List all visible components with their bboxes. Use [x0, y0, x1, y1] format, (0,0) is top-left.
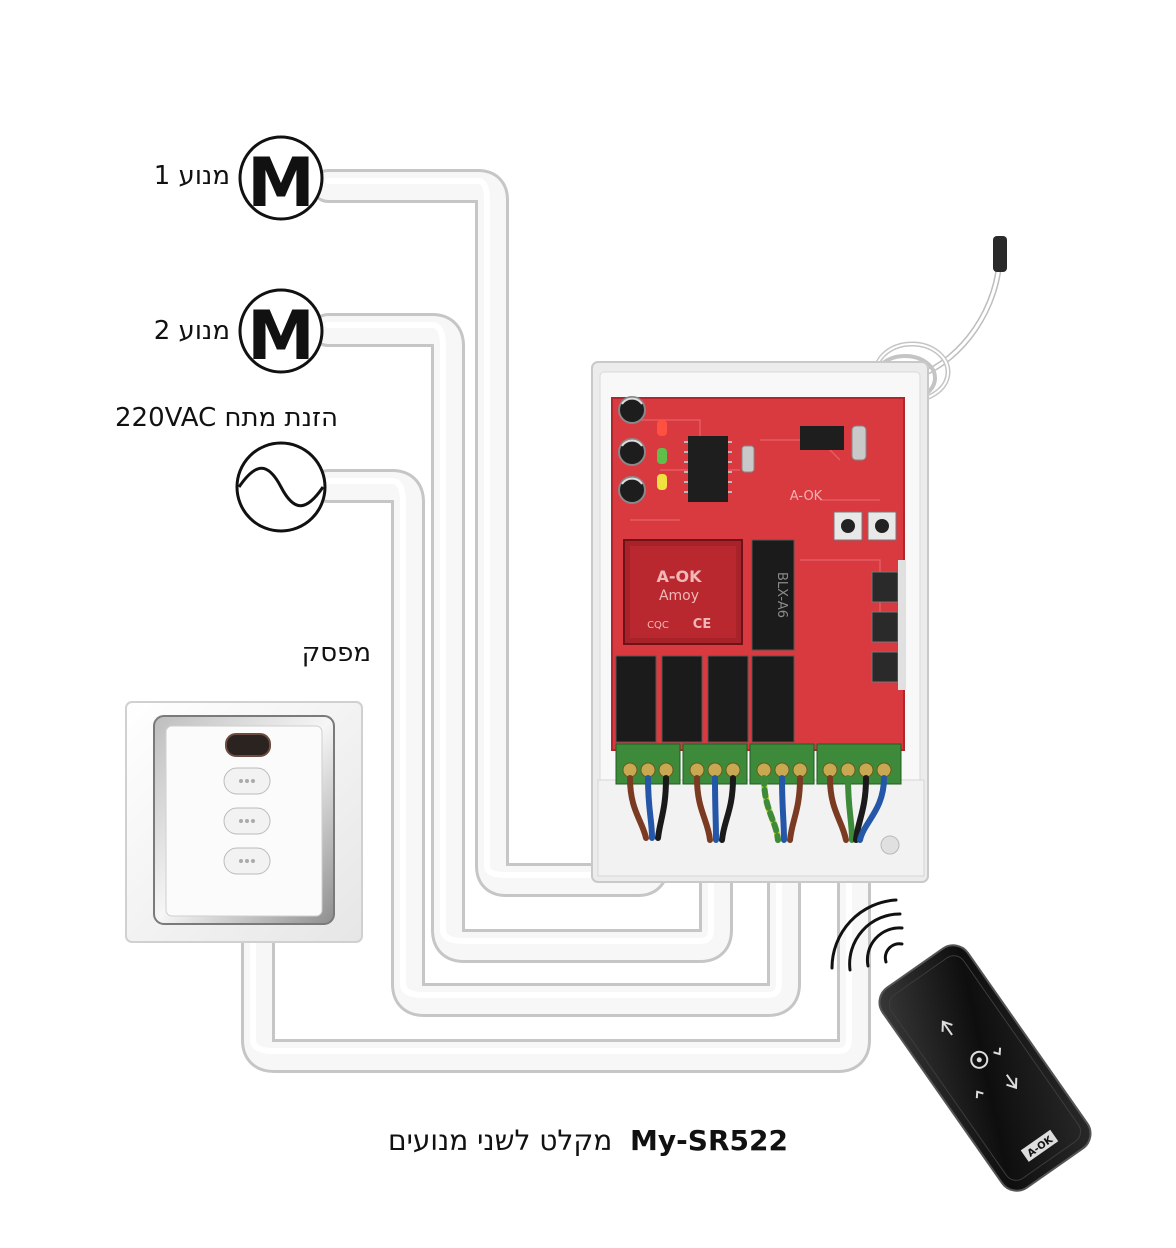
caption-model: My-SR522: [630, 1124, 788, 1157]
remote-channel-icon: [975, 1047, 1002, 1099]
ac-power-symbol: [235, 441, 327, 533]
motor2-cable: [311, 313, 733, 963]
remote-down-icon: [1005, 1074, 1018, 1090]
side-switches: [871, 560, 906, 690]
remote-stop-icon: [970, 1050, 989, 1069]
relays: [615, 655, 795, 743]
caption-text: מקלט לשני מנועים: [388, 1124, 613, 1157]
transformer-brand: A-OK: [656, 567, 702, 586]
power-cable: [311, 469, 801, 1017]
motor1-label: מנוע 1: [153, 161, 230, 191]
motor2-symbol: M: [238, 288, 324, 376]
transformer-mark: CQC: [647, 620, 669, 631]
transformer: A-OK Amoy CQC CE: [623, 539, 743, 645]
caption: My-SR522 מקלט לשני מנועים: [0, 1124, 1176, 1157]
pcb-brand: A-OK: [790, 489, 823, 504]
motor2-label: מנוע 2: [153, 316, 230, 346]
motor2-letter: M: [247, 297, 315, 376]
pcb-buttons: [833, 511, 897, 541]
capacitors: [618, 396, 646, 504]
receiver-unit: A-OK A-OK Amoy CQC CE BLX-A6: [591, 236, 1007, 883]
terminal-blocks: [615, 743, 902, 785]
switch-label: מפסק: [301, 638, 371, 668]
status-leds: [657, 420, 667, 490]
remote-up-icon: [941, 1020, 953, 1036]
power-label: הזנת מתח 220VAC: [115, 403, 338, 433]
colored-wires: [627, 775, 887, 843]
transformer-sub: Amoy: [659, 588, 699, 604]
transformer-cert: CE: [693, 617, 711, 632]
wall-switch: [125, 701, 363, 943]
motor1-letter: M: [247, 144, 315, 223]
remote-control: A-OK: [830, 898, 1092, 1192]
signal-waves-icon: [830, 898, 904, 972]
vertical-relay: BLX-A6: [751, 539, 795, 651]
relay-text: BLX-A6: [774, 572, 789, 618]
switch-cable: [241, 823, 871, 1073]
motor1-symbol: M: [238, 135, 324, 223]
antenna: [873, 236, 1007, 413]
ir-window: [225, 733, 271, 757]
cables: [241, 169, 871, 1073]
